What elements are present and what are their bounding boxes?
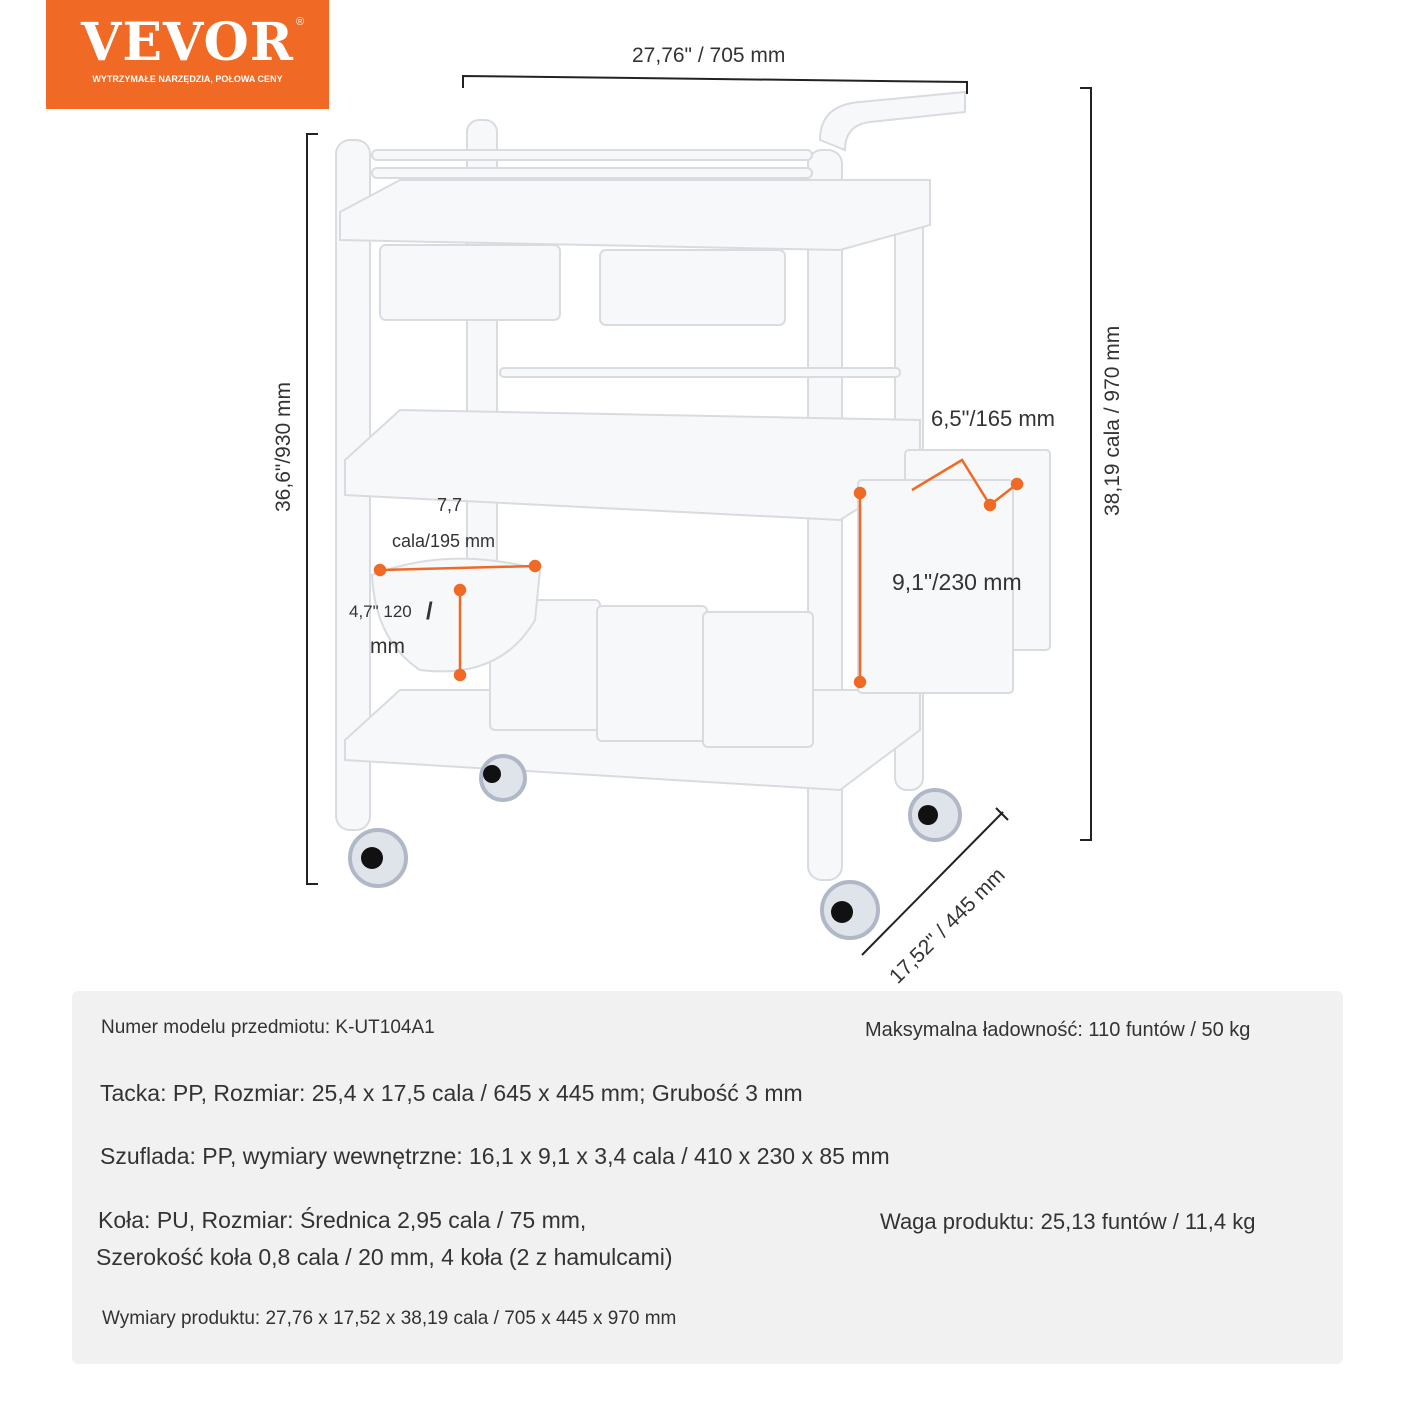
bin-height-label: 9,1"/230 mm [892,569,1022,595]
logo-registered: ® [296,16,305,28]
total-height-label: 38,19 cala / 970 mm [1101,325,1124,516]
logo-brand: VEVOR [81,12,294,73]
cart-frame [335,90,1051,881]
bowl-height-slash: / [426,598,433,625]
spec-product-dims: Wymiary produktu: 27,76 x 17,52 x 38,19 … [102,1308,677,1329]
frame-height-label: 36,6"/930 mm [272,381,295,512]
spec-panel: Numer modelu przedmiotu: K-UT104A1 Maksy… [72,991,1343,1364]
bowl-height-label-2: mm [370,635,405,658]
bowl-diameter-label-2: cala/195 mm [392,531,496,551]
spec-weight: Waga produktu: 25,13 funtów / 11,4 kg [880,1209,1256,1234]
vevor-logo: VEVOR ® WYTRZYMAŁE NARZĘDZIA, POŁOWA CEN… [46,0,329,109]
bowl-height-label-1: 4,7" 120 [349,602,412,621]
logo-tagline: WYTRZYMAŁE NARZĘDZIA, POŁOWA CENY [92,74,283,84]
spec-wheels-1: Koła: PU, Rozmiar: Średnica 2,95 cala / … [98,1207,587,1233]
spec-model: Numer modelu przedmiotu: K-UT104A1 [101,1017,435,1038]
bin-width-label: 6,5"/165 mm [931,406,1055,431]
bowl-diameter-label-1: 7,7 [437,495,463,515]
spec-drawer: Szuflada: PP, wymiary wewnętrzne: 16,1 x… [100,1143,890,1169]
orange-markers [373,458,1024,689]
width-label: 27,76" / 705 mm [632,44,786,67]
spec-max-load: Maksymalna ładowność: 110 funtów / 50 kg [865,1019,1251,1041]
cart-illustration [306,74,1092,956]
dimension-lines [306,74,1092,956]
spec-wheels-2: Szerokość koła 0,8 cala / 20 mm, 4 koła … [96,1244,673,1270]
spec-tray: Tacka: PP, Rozmiar: 25,4 x 17,5 cala / 6… [100,1080,803,1106]
wheels [348,754,962,940]
